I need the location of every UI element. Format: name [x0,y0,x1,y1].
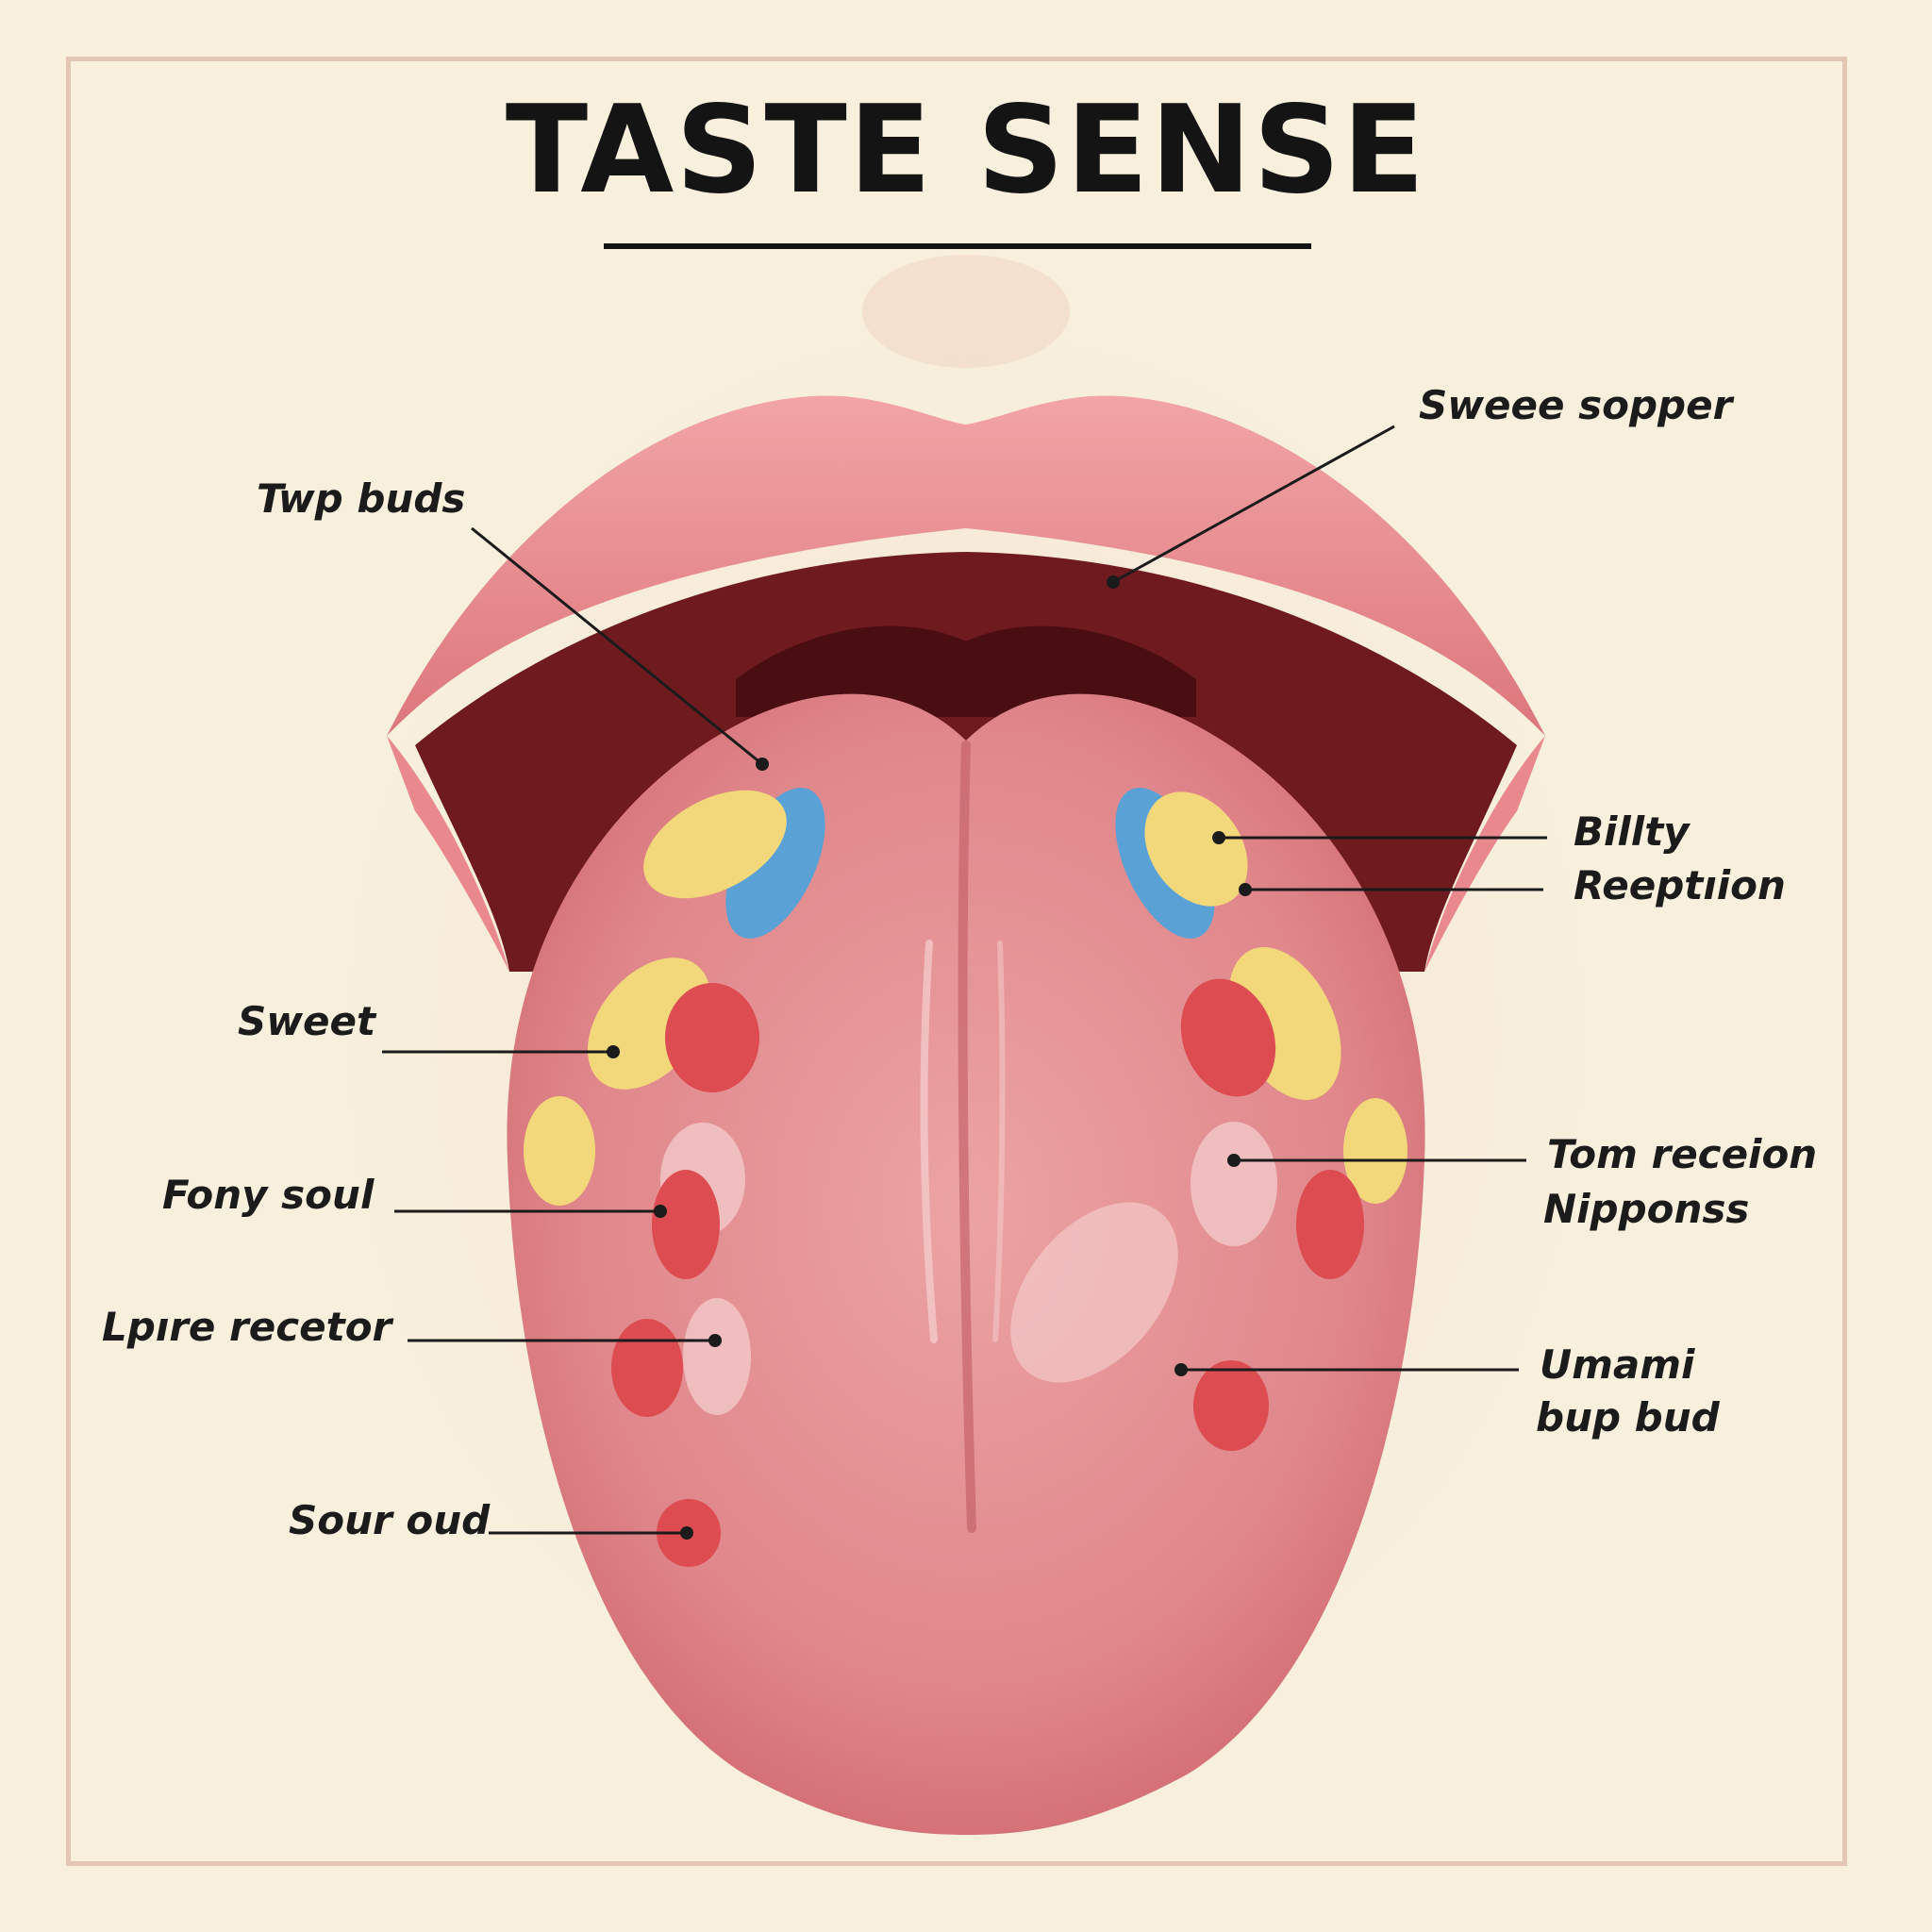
lower-lip-right [1424,736,1545,972]
leader-twp-buds [471,526,763,766]
nose-shadow [862,255,1070,368]
label-umami: Umami [1540,1341,1695,1388]
sweet-bud-right-top [1144,791,1248,907]
leader-dot-sour-oud [680,1526,693,1540]
salty-bud-left-lower [611,1319,683,1417]
groove-highlight-left [920,940,938,1343]
leader-dot-umami [1174,1363,1188,1376]
label-sweet: Sweet [238,998,376,1044]
salty-bud-right-low [1296,1170,1364,1279]
leader-dot-sweet [607,1045,620,1058]
leader-dot-lpire-receptor [708,1334,722,1347]
sweet-bud-left-low [524,1096,595,1206]
label-twp-buds: Twp buds [257,475,466,522]
title-underline [604,243,1311,249]
leader-dot-twp-buds [756,758,769,771]
label-sweee-sopper: Sweee sopper [1419,382,1733,428]
faint-bud-right [1191,1122,1277,1246]
label-nipponss: Nipponss [1543,1186,1750,1232]
sweet-bud-right-low [1343,1098,1407,1204]
leader-dot-fony-soul [654,1205,667,1218]
leader-sweee-sopper [1112,425,1395,584]
label-tom-receion: Tom receion [1547,1131,1818,1177]
label-lpire-receptor: Lpıre recetor [102,1304,392,1350]
faint-bud-left-lower [683,1298,751,1415]
median-groove [958,741,976,1533]
upper-lip [387,395,1545,736]
bitter-bud-left [725,788,825,939]
sweet-bud-left-top [643,790,787,899]
faint-bud-right-center [1010,1202,1178,1383]
groove-highlight-right [992,941,1006,1342]
leader-dot-reeption [1239,883,1252,896]
label-bup-bud: bup bud [1536,1394,1720,1441]
salty-bud-left-mid [665,983,759,1092]
leader-dot-sweee-sopper [1107,575,1120,589]
label-reeption: Reeptıion [1574,862,1786,908]
salty-bud-left-low [652,1170,720,1279]
leader-dot-tom-receion [1227,1154,1241,1167]
label-fony-soul: Fony soul [162,1172,375,1218]
salty-bud-right-lower [1193,1360,1269,1451]
label-billty: Billty [1574,808,1690,855]
salty-bud-right-mid [1180,978,1276,1097]
diagram-title: TASTE SENSE [505,80,1427,221]
lower-lip-left [387,736,509,972]
leader-dot-billty [1212,831,1225,844]
label-sour-oud: Sour oud [289,1497,491,1543]
